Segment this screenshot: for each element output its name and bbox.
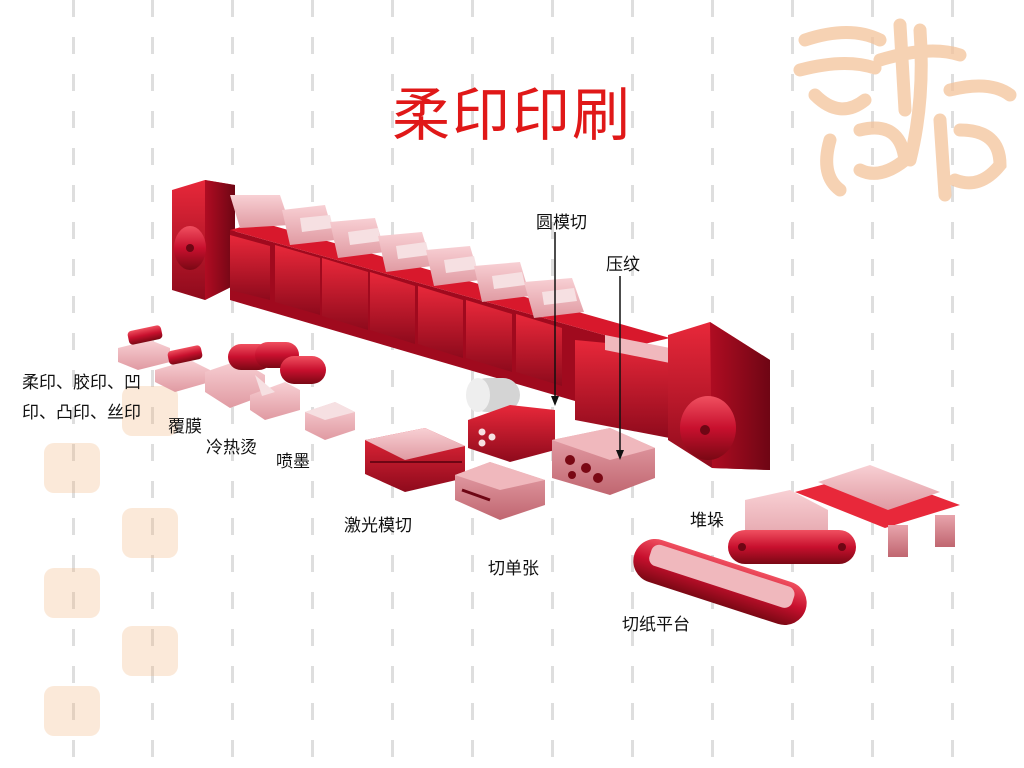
label-inkjet: 喷墨 [276,452,310,472]
annotation-arrows [551,232,624,460]
print-station-icons [118,325,210,392]
hot-cold-stamping-unit [250,375,300,420]
label-sheeter: 切单张 [488,559,539,579]
laser-die-cut-unit [365,428,465,492]
label-print-methods: 柔印、胶印、凹印、凸印、丝印 [22,373,141,423]
label-laminating: 覆膜 [168,417,202,437]
label-laser-die-cut: 激光模切 [344,516,412,536]
stacker-unit [728,490,856,564]
printing-units [230,195,584,386]
cutting-platform-unit [633,538,807,626]
label-cutting-platform: 切纸平台 [622,615,690,635]
inkjet-unit [305,402,355,440]
label-rotary-die-cut: 圆模切 [536,213,587,233]
grey-roll [466,378,520,412]
embossing-unit [552,428,655,495]
rotary-die-cut-unit [468,405,555,462]
sheeter-unit [455,462,545,520]
label-stacker: 堆垛 [690,511,724,531]
press-right-end-unit [668,322,770,470]
pallet-unit [795,465,960,557]
label-embossing: 压纹 [606,255,640,275]
press-left-end-unit [172,180,235,300]
label-hot-cold-stamping: 冷热烫 [206,438,257,458]
press-right-body [575,335,680,440]
page-title: 柔印印刷 [391,81,632,149]
